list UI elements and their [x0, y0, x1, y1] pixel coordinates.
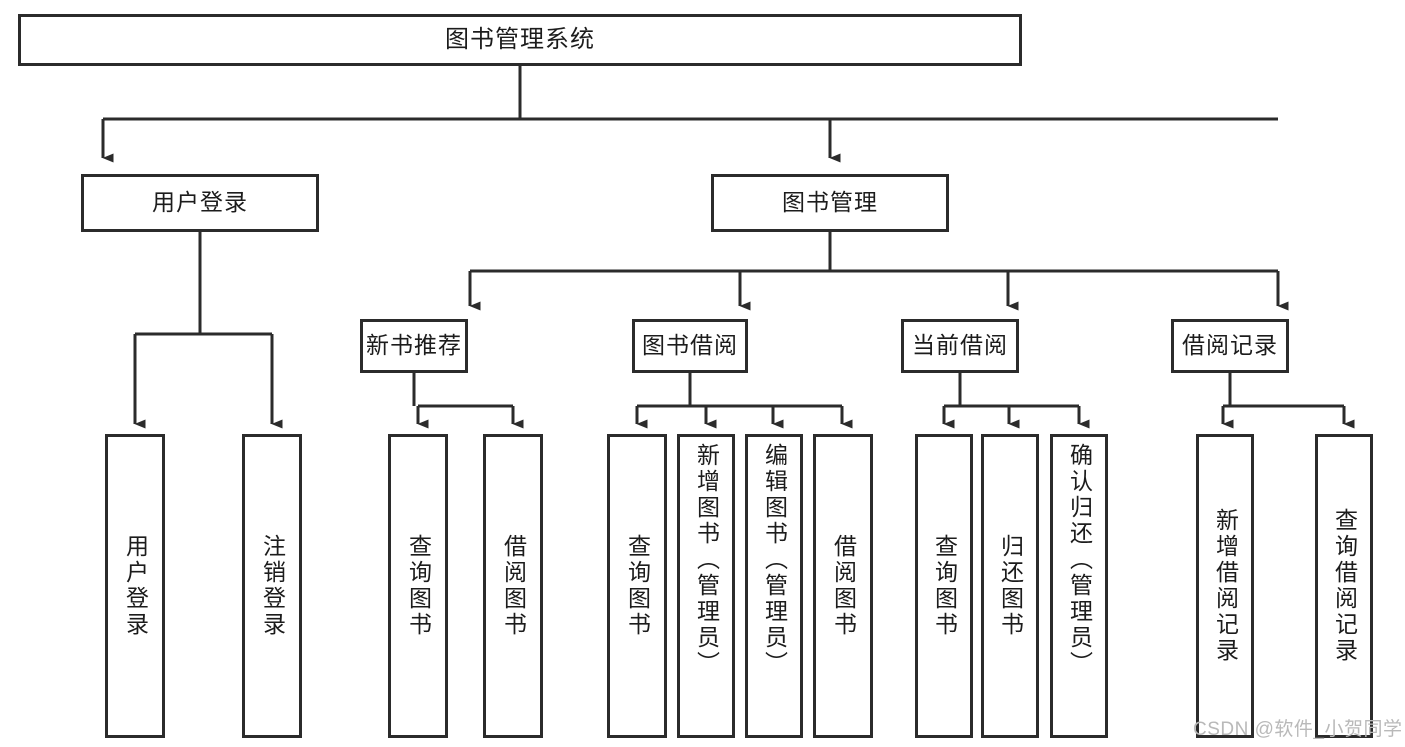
- node-new-book-recommend[interactable]: 新书推荐: [360, 319, 468, 373]
- node-label: 借阅记录: [1182, 332, 1278, 359]
- node-user-login[interactable]: 用户登录: [81, 174, 319, 232]
- node-label: 图书管理: [782, 189, 878, 216]
- leaf-current-return-book[interactable]: 归还图书: [981, 434, 1039, 738]
- node-label: 查询借阅记录: [1331, 508, 1358, 664]
- node-book-borrow[interactable]: 图书借阅: [632, 319, 748, 373]
- leaf-record-add-borrow-record[interactable]: 新增借阅记录: [1196, 434, 1254, 738]
- node-label: 确认归还（管理员）: [1066, 443, 1093, 677]
- node-label: 编辑图书（管理员）: [761, 443, 788, 677]
- node-label: 归还图书: [997, 534, 1024, 638]
- node-borrow-record[interactable]: 借阅记录: [1171, 319, 1289, 373]
- node-label: 当前借阅: [912, 332, 1008, 359]
- node-label: 新增图书（管理员）: [693, 443, 720, 677]
- node-label: 查询图书: [931, 534, 958, 638]
- leaf-borrow-edit-book-admin[interactable]: 编辑图书（管理员）: [745, 434, 803, 738]
- leaf-user-login[interactable]: 用户登录: [105, 434, 165, 738]
- leaf-borrow-add-book-admin[interactable]: 新增图书（管理员）: [677, 434, 735, 738]
- leaf-borrow-borrow-book[interactable]: 借阅图书: [813, 434, 873, 738]
- node-current-borrow[interactable]: 当前借阅: [901, 319, 1019, 373]
- node-label: 借阅图书: [500, 534, 527, 638]
- node-label: 注销登录: [259, 534, 286, 638]
- node-label: 图书管理系统: [445, 25, 595, 53]
- node-label: 用户登录: [122, 534, 149, 638]
- node-root[interactable]: 图书管理系统: [18, 14, 1022, 66]
- node-label: 用户登录: [152, 189, 248, 216]
- node-label: 新增借阅记录: [1212, 508, 1239, 664]
- node-label: 新书推荐: [366, 332, 462, 359]
- leaf-user-logout[interactable]: 注销登录: [242, 434, 302, 738]
- watermark: CSDN @软件_小贺同学: [1193, 719, 1403, 740]
- leaf-record-query-borrow-record[interactable]: 查询借阅记录: [1315, 434, 1373, 738]
- leaf-current-query-book[interactable]: 查询图书: [915, 434, 973, 738]
- node-book-management[interactable]: 图书管理: [711, 174, 949, 232]
- leaf-current-confirm-return-admin[interactable]: 确认归还（管理员）: [1050, 434, 1108, 738]
- node-label: 查询图书: [405, 534, 432, 638]
- node-label: 借阅图书: [830, 534, 857, 638]
- node-label: 图书借阅: [642, 332, 738, 359]
- node-label: 查询图书: [624, 534, 651, 638]
- leaf-recommend-borrow-book[interactable]: 借阅图书: [483, 434, 543, 738]
- leaf-recommend-query-book[interactable]: 查询图书: [388, 434, 448, 738]
- leaf-borrow-query-book[interactable]: 查询图书: [607, 434, 667, 738]
